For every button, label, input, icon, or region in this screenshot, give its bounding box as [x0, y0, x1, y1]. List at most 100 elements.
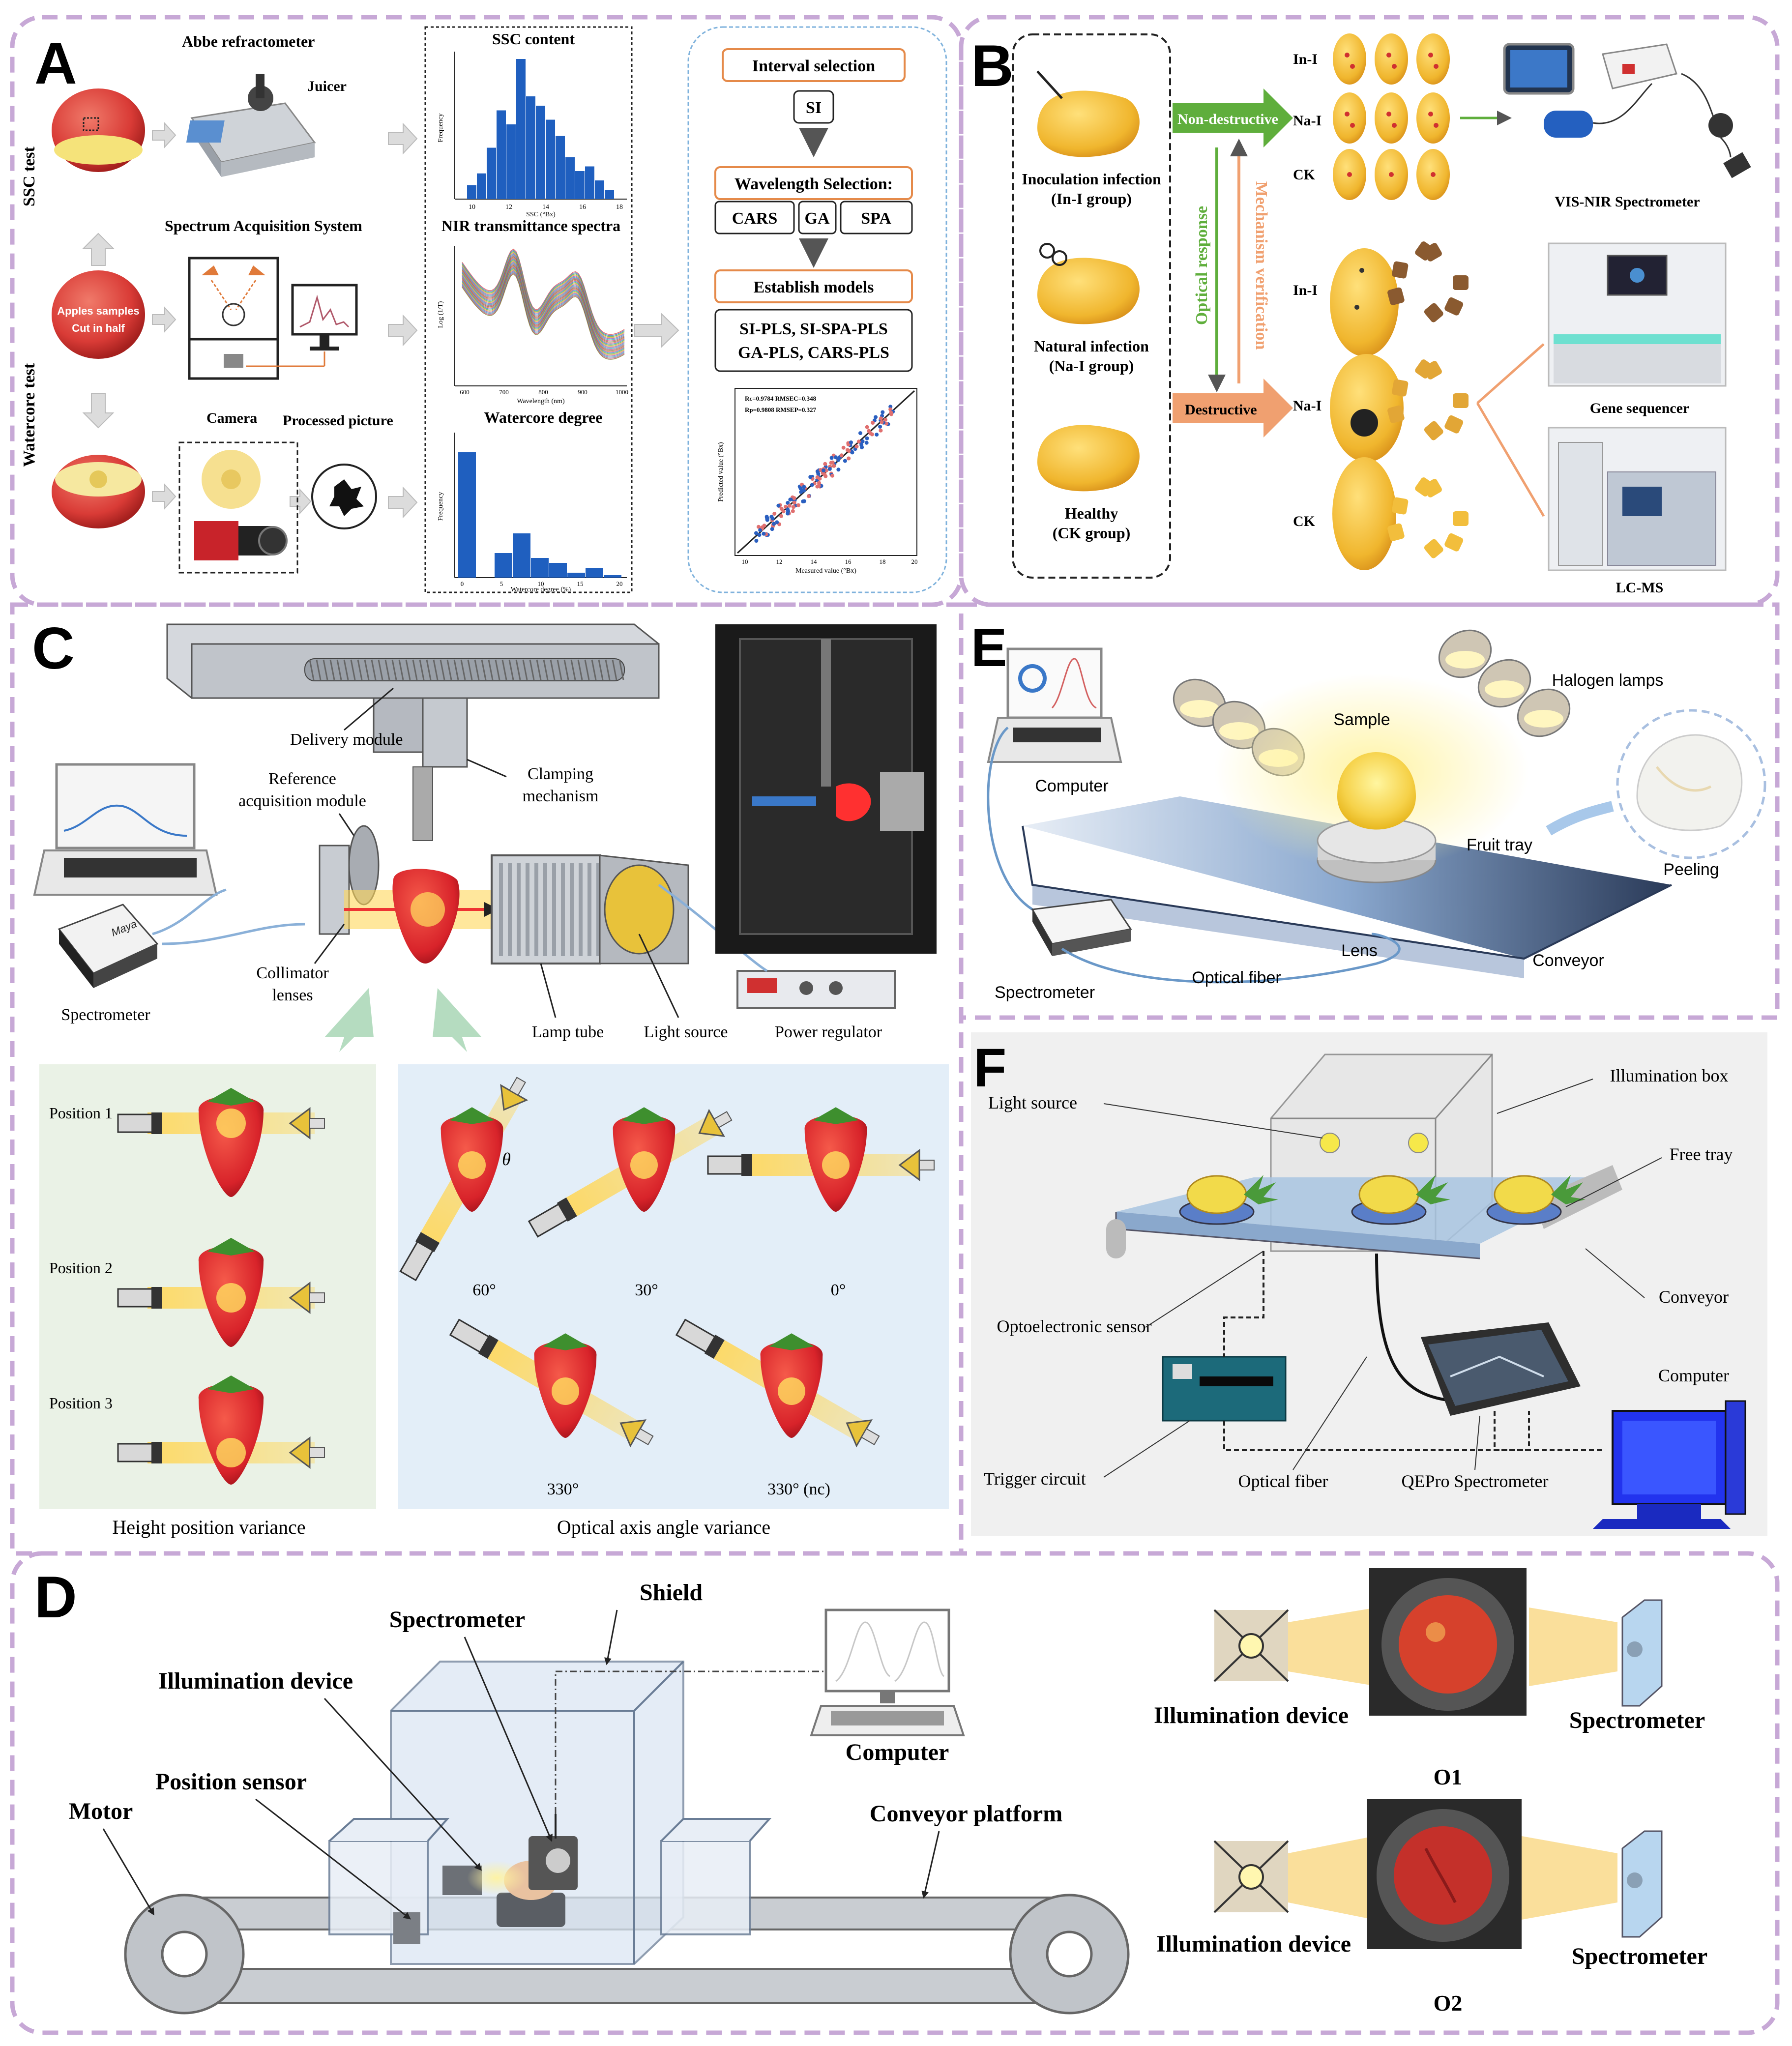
vis-nir-device [1503, 43, 1751, 178]
probe-body [707, 1155, 743, 1175]
model-flow: Interval selection SI Wavelength Selecti… [714, 48, 913, 372]
mango-spot [1428, 53, 1433, 58]
spectrum-system-label: Spectrum Acquisition System [165, 217, 362, 234]
ssc-ylabel: Frequency [437, 113, 444, 142]
lamp [846, 1419, 880, 1448]
mango-piece [1423, 361, 1442, 380]
ssc-bar [526, 96, 535, 199]
scatter-point [754, 531, 758, 535]
screw-thread [329, 659, 335, 680]
inoculation-label: Inoculation infection [1022, 170, 1161, 188]
scatter-tick: 16 [845, 558, 852, 565]
scatter-point [810, 483, 814, 487]
watercore-test-label: Watercore test [20, 363, 38, 467]
collimator-label-2: lenses [272, 986, 313, 1004]
lamp-base [919, 1160, 935, 1170]
conveyor-e-label: Conveyor [1532, 951, 1604, 970]
interval-selection-label: Interval selection [752, 57, 875, 75]
nir-spectra-chart: Log (1/T) Wavelength (nm) 600 700 800 90… [437, 246, 628, 405]
conveyor-f-label: Conveyor [1659, 1287, 1729, 1307]
lamp [619, 1419, 654, 1448]
wc-bar [513, 533, 530, 578]
mango-small [1416, 33, 1450, 85]
scatter-point [787, 503, 792, 508]
probe-cap [151, 1287, 162, 1309]
scatter-point [802, 485, 806, 489]
gene-sequencer-label: Gene sequencer [1590, 400, 1689, 416]
screw-thread [460, 659, 466, 680]
screw-thread [536, 659, 542, 680]
wc-tick: 15 [577, 580, 584, 587]
screw-thread [336, 659, 342, 680]
groups-box [1012, 33, 1171, 579]
probe [117, 1287, 162, 1309]
panel-a: A SSC test Watercore test Apples samples… [20, 26, 947, 593]
opto-sensor-pointer [1145, 1251, 1264, 1328]
abbe-label: Abbe refractometer [182, 32, 315, 50]
healthy-group-label: (CK group) [1053, 524, 1131, 542]
scatter-point [808, 475, 813, 479]
mango-small [1416, 92, 1450, 144]
right-arrows-a [152, 122, 679, 519]
pineapple [1358, 1175, 1419, 1214]
strawberry-leaf [543, 1333, 588, 1350]
ssc-histogram: Frequency SSC (°Bx) 10 12 14 16 18 [437, 52, 627, 218]
mango-natural [1037, 243, 1140, 324]
scatter-point [856, 439, 861, 444]
scatter-point [864, 440, 869, 445]
scatter-point [779, 514, 783, 518]
screw-thread [371, 659, 377, 680]
panel-e: E Computer Sample Halogen lamps Fruit tr… [971, 617, 1766, 1002]
screw-thread [488, 659, 494, 680]
probe [707, 1154, 752, 1176]
screw-thread [570, 659, 576, 680]
scatter-point [827, 467, 832, 471]
screw-thread [605, 659, 611, 680]
clamping-label-1: Clamping [528, 765, 593, 783]
ssc-bar [585, 166, 594, 199]
nir-tick: 700 [499, 388, 509, 396]
lamp [289, 1436, 325, 1469]
panel-f: F Light source Illumination box Free tra… [971, 1032, 1767, 1536]
watercore-chart-title: Watercore degree [484, 409, 603, 426]
ssc-bar [556, 136, 565, 199]
row-ck-d: CK [1293, 513, 1316, 529]
nir-spectrum-line [462, 271, 625, 358]
mango-small [1375, 33, 1408, 85]
mango-healthy [1037, 425, 1140, 492]
strawberry-leaf [207, 1375, 255, 1393]
scatter-point [849, 440, 853, 444]
cut-in-half-label: Cut in half [72, 322, 125, 334]
lamp [698, 1109, 733, 1137]
wavelength-selection-label: Wavelength Selection: [734, 175, 893, 193]
panel-frames [10, 15, 1780, 2035]
panel-b-letter: B [971, 33, 1014, 99]
lens-label: Lens [1341, 941, 1378, 960]
spectrum-box [188, 257, 279, 380]
row-in-i-d: In-I [1293, 282, 1318, 298]
ssc-bar [467, 185, 476, 199]
strawberry-leaf [769, 1333, 814, 1350]
probe [117, 1442, 162, 1463]
juicer-label: Juicer [307, 78, 347, 94]
up-arrow [82, 233, 115, 266]
lamp-fin [508, 863, 512, 956]
lamp-fin [561, 863, 565, 956]
clamping-pointer [467, 759, 507, 778]
mango-spot [1431, 172, 1436, 177]
peeling-arrow [1546, 801, 1614, 836]
nir-spectrum-line [462, 248, 625, 335]
scatter-point [865, 436, 869, 440]
lamp-tube-label: Lamp tube [532, 1023, 604, 1041]
strawberry-leaf [207, 1088, 255, 1106]
mango-piece [1453, 393, 1469, 408]
screw-thread [405, 659, 411, 680]
ssc-bar [497, 110, 506, 199]
conveyor-d-pointer [921, 1831, 940, 1899]
strawberry-leaf [449, 1107, 495, 1124]
lamp-fin [588, 863, 591, 956]
scatter-point [760, 525, 764, 529]
scatter-point [770, 516, 775, 521]
mango-spot [1386, 53, 1391, 58]
mango-small [1333, 33, 1366, 85]
